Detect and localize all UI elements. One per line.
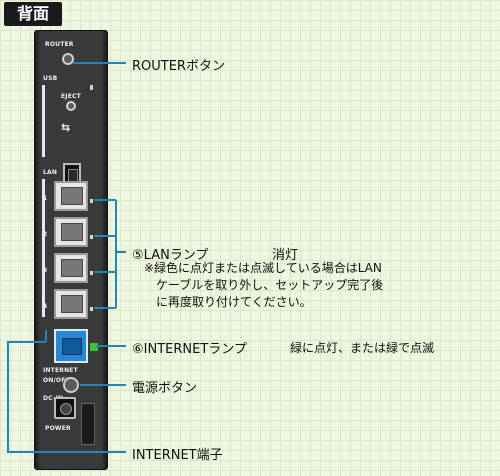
cable-clip bbox=[81, 403, 95, 445]
lan-port-4[interactable] bbox=[54, 289, 88, 319]
internet-lamp-callout: ⑥INTERNETランプ bbox=[132, 342, 247, 357]
internet-port[interactable] bbox=[54, 329, 88, 363]
lan-port-1[interactable] bbox=[54, 181, 88, 211]
internet-port-callout-line bbox=[7, 341, 126, 453]
lan-lamp-callout: ⑤LANランプ bbox=[132, 248, 209, 263]
power-label: POWER bbox=[45, 425, 71, 432]
port-number-4: 4 bbox=[43, 303, 48, 310]
router-label: ROUTER bbox=[45, 41, 74, 48]
power-jack[interactable] bbox=[54, 397, 76, 419]
router-button-callout: ROUTERボタン bbox=[132, 59, 225, 74]
eject-button[interactable] bbox=[66, 101, 76, 111]
internet-lamp bbox=[90, 343, 98, 351]
power-button-callout: 電源ボタン bbox=[132, 381, 198, 396]
power-button[interactable] bbox=[63, 377, 79, 393]
page-title: 背面 bbox=[4, 2, 62, 26]
lan-lamp-status: 消灯 bbox=[272, 248, 299, 263]
internet-port-callout: INTERNET端子 bbox=[132, 448, 223, 463]
port-number-2: 2 bbox=[43, 231, 48, 238]
eject-label: EJECT bbox=[61, 93, 81, 100]
port-number-3: 3 bbox=[43, 267, 48, 274]
lan-note-line-2: ケーブルを取り外し、セットアップ完了後 bbox=[156, 278, 384, 292]
lan-lamp-2 bbox=[90, 235, 93, 239]
lan-stripe bbox=[42, 179, 45, 317]
lan-label: LAN bbox=[43, 169, 58, 176]
on-off-label: ON/OFF bbox=[43, 377, 70, 384]
lan-port-3[interactable] bbox=[54, 253, 88, 283]
lan-port-2[interactable] bbox=[54, 217, 88, 247]
dcin-label: DC-IN bbox=[43, 395, 63, 402]
lan-note-line-1: ※緑色に点灯または点滅している場合はLAN bbox=[144, 261, 382, 275]
lan-lamp-3 bbox=[90, 271, 93, 275]
internet-lamp-status: 緑に点灯、または緑で点滅 bbox=[290, 341, 435, 355]
port-number-1: 1 bbox=[43, 195, 48, 202]
router-button[interactable] bbox=[62, 53, 74, 65]
lan-lamp-1 bbox=[90, 199, 93, 203]
internet-label: INTERNET bbox=[43, 367, 78, 374]
usb-symbol-icon: ⇆ bbox=[61, 121, 71, 134]
router-device-rear: ROUTER USB EJECT ⇆ LAN 1 2 3 4 INTERNET … bbox=[34, 30, 108, 470]
lan-lamp-4 bbox=[90, 307, 93, 311]
usb-label: USB bbox=[43, 75, 58, 82]
usb-led bbox=[90, 85, 93, 90]
lan-note-line-3: に再度取り付けてください。 bbox=[156, 295, 312, 309]
usb-stripe bbox=[42, 85, 45, 157]
